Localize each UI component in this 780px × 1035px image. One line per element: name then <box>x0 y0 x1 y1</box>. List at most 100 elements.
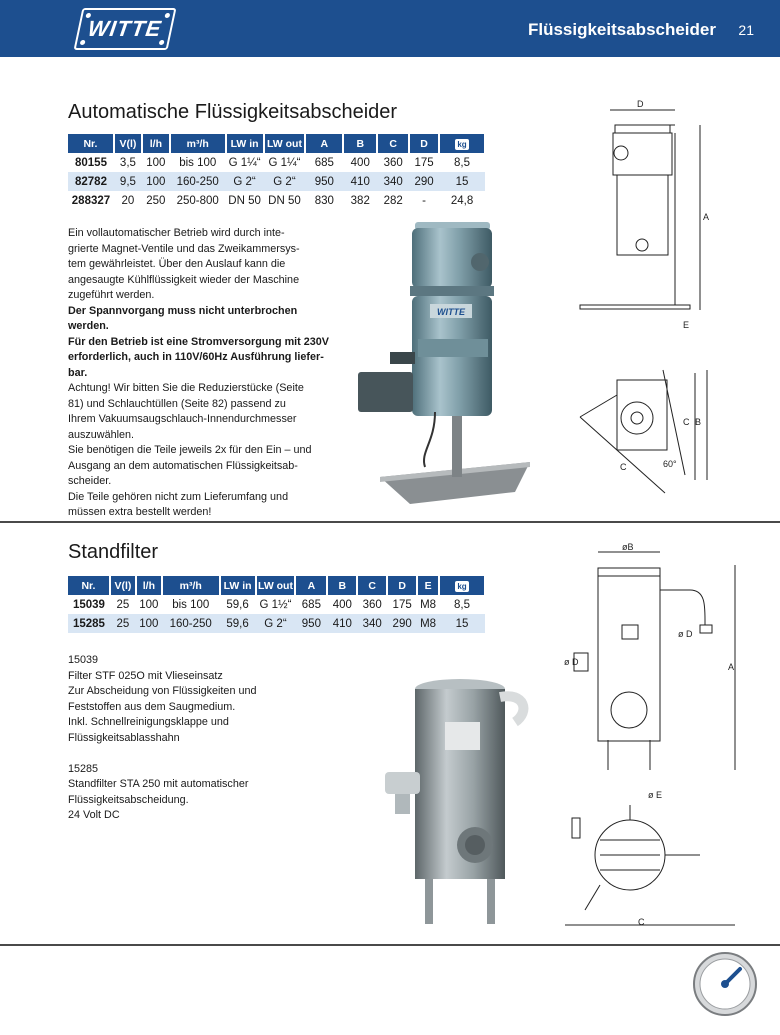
table-cell: 288327 <box>71 194 111 207</box>
dim-label-angle: 60° <box>663 459 677 469</box>
column-header-d: D <box>387 576 419 595</box>
page-title: Flüssigkeitsabscheider <box>527 20 716 39</box>
table-cell: 250-800 <box>176 194 219 207</box>
description-line <box>68 746 328 762</box>
dim-label-c-diag: C <box>620 462 627 472</box>
description-line: Flüssigkeitsabscheidung. <box>68 793 189 806</box>
description-line: Filter STF 025O mit Vlieseinsatz <box>68 669 223 682</box>
table-cell: 100 <box>141 172 170 191</box>
column-header-b: B <box>327 576 359 595</box>
column-header-lw-in: LW in <box>219 576 257 595</box>
table-cell: 410 <box>343 172 378 191</box>
table-cell: 290 <box>387 614 418 633</box>
table-cell: 250 <box>146 194 166 207</box>
drawing-automatic-separator: D A E C B C 60° <box>575 95 780 515</box>
table-cell: 100 <box>146 156 166 169</box>
table-cell: 15 <box>439 614 485 633</box>
table-cell: G 1¼“ <box>268 156 301 169</box>
dim-label-od-left: ø D <box>564 657 579 667</box>
column-header-lw-out: LW out <box>255 576 297 595</box>
table-cell: 15 <box>439 172 485 191</box>
table-cell: 24,8 <box>450 194 474 207</box>
table-cell: 685 <box>301 598 321 611</box>
table-cell: DN 50 <box>228 194 261 207</box>
description-line: Ein vollautomatischer Betrieb wird durch… <box>68 227 285 239</box>
dim-label-oe: ø E <box>648 790 662 800</box>
column-header-a: A <box>305 134 345 153</box>
column-header-l-h: l/h <box>141 134 171 153</box>
table-cell: bis 100 <box>172 598 210 611</box>
table-cell: 950 <box>305 172 344 191</box>
drawing-standfilter: øB ø D ø D A ø E C <box>560 540 780 940</box>
table-cell: 360 <box>362 598 382 611</box>
section-title-automatic: Automatische Flüssigkeitsabscheider <box>68 101 398 123</box>
section-divider <box>0 521 780 523</box>
description-line: grierte Magnet-Ventile und das Zweikamme… <box>68 242 300 255</box>
column-header-b: B <box>343 134 379 153</box>
column-header-v-l-: V(l) <box>109 576 137 595</box>
description-line: Für den Betrieb ist eine Stromversorgung… <box>68 335 329 348</box>
description-line: 15285 <box>68 762 99 775</box>
table-cell: 400 <box>332 598 352 611</box>
column-header-l-h: l/h <box>135 576 163 595</box>
dim-label-c: C <box>638 917 645 927</box>
column-header-weight: kg <box>439 576 486 595</box>
dim-label-a: A <box>703 212 709 222</box>
dim-label-c-side: C <box>683 417 690 427</box>
table-cell: 382 <box>350 194 370 207</box>
column-header-lw-in: LW in <box>225 134 265 153</box>
dim-label-a: A <box>728 662 734 672</box>
description-line: angesaugte Kühlflüssigkeit wieder der Ma… <box>68 273 300 286</box>
section-title-standfilter: Standfilter <box>68 541 159 563</box>
column-header-lw-out: LW out <box>263 134 307 153</box>
photo-standfilter <box>375 667 560 932</box>
column-header-m-h: m³/h <box>169 134 227 153</box>
table-cell: DN 50 <box>268 194 301 207</box>
photo-automatic-separator: WITTE <box>340 212 550 512</box>
weight-icon: kg <box>455 138 469 150</box>
table-cell: 175 <box>414 156 434 169</box>
table-cell: 80155 <box>74 156 107 169</box>
table-cell: 25 <box>109 614 136 633</box>
table-cell: 400 <box>350 156 370 169</box>
table-cell: 290 <box>409 172 440 191</box>
table-cell: M8 <box>420 598 437 611</box>
table-cell: bis 100 <box>179 156 217 169</box>
table-cell: 685 <box>314 156 334 169</box>
table-cell: 410 <box>327 614 358 633</box>
table-cell: 160-250 <box>161 614 220 633</box>
table-cell: G 1¼“ <box>228 156 261 169</box>
description-line: erforderlich, auch in 110V/60Hz Ausführu… <box>68 351 324 363</box>
table-cell: 20 <box>121 194 135 207</box>
description-line: Flüssigkeitsablasshahn <box>68 731 180 744</box>
dim-label-ob: øB <box>622 542 634 552</box>
description-line: Zur Abscheidung von Flüssigkeiten und <box>68 685 257 697</box>
table-cell: 25 <box>116 598 130 611</box>
description-line: Achtung! Wir bitten Sie die Reduzierstüc… <box>68 382 304 394</box>
page-header: WITTE Flüssigkeitsabscheider 21 <box>0 0 780 57</box>
dim-label-b: B <box>695 417 701 427</box>
table-cell: G 2“ <box>225 172 264 191</box>
table-cell: 3,5 <box>119 156 136 169</box>
description-line: Sie benötigen die Teile jeweils 2x für d… <box>68 444 312 456</box>
table-cell: 175 <box>392 598 412 611</box>
photo-brand-label: WITTE <box>437 307 466 317</box>
description-line: Feststoffen aus dem Saugmedium. <box>68 700 236 713</box>
table-cell: 340 <box>377 172 410 191</box>
description-line: Ihrem Vakuumsaugschlauch-Innendurchmesse… <box>68 413 297 425</box>
column-header-a: A <box>295 576 329 595</box>
description-line: zugeführt werden. <box>68 289 155 301</box>
gauge-icon <box>692 951 758 1017</box>
column-header-v-l-: V(l) <box>113 134 143 153</box>
column-header-nr-: Nr. <box>68 134 115 153</box>
description-line: 15039 <box>68 654 99 666</box>
table-cell: 15039 <box>72 598 105 611</box>
